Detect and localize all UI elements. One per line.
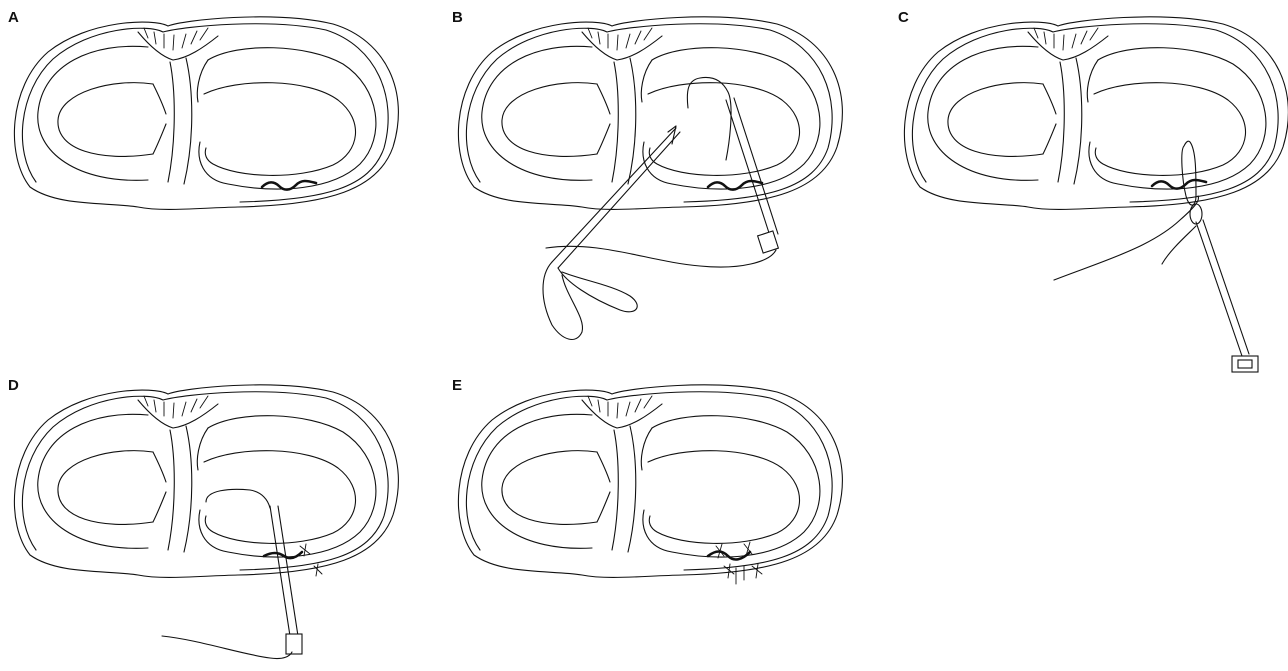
- panel-c: C: [898, 9, 1288, 372]
- delivery-sheath-c: [1190, 204, 1258, 372]
- heart-cross-section-d: [14, 385, 398, 578]
- panel-b: B: [452, 9, 842, 339]
- panel-label-e: E: [452, 377, 462, 394]
- panel-label-c: C: [898, 9, 909, 26]
- septal-defect-c: [1152, 180, 1206, 189]
- panel-a: A: [8, 9, 398, 209]
- patch-d: [206, 489, 270, 508]
- suture-d: [162, 636, 292, 659]
- heart-cross-section-c: [904, 17, 1288, 210]
- forceps-b: [543, 126, 680, 339]
- heart-cross-section-b: [458, 17, 842, 210]
- heart-cross-section-a: [14, 17, 398, 210]
- heart-cross-section-e: [458, 385, 842, 578]
- suture-b: [546, 246, 776, 267]
- completed-repair-e: [708, 542, 762, 584]
- patch-b: [687, 78, 731, 160]
- delivery-device-d: [270, 506, 302, 654]
- delivery-sheath-b: [726, 98, 778, 253]
- panel-label-a: A: [8, 9, 19, 26]
- panel-d: D: [8, 377, 398, 659]
- panel-label-b: B: [452, 9, 463, 26]
- panel-label-d: D: [8, 377, 19, 394]
- panel-e: E: [452, 377, 842, 584]
- septal-defect-a: [262, 181, 316, 190]
